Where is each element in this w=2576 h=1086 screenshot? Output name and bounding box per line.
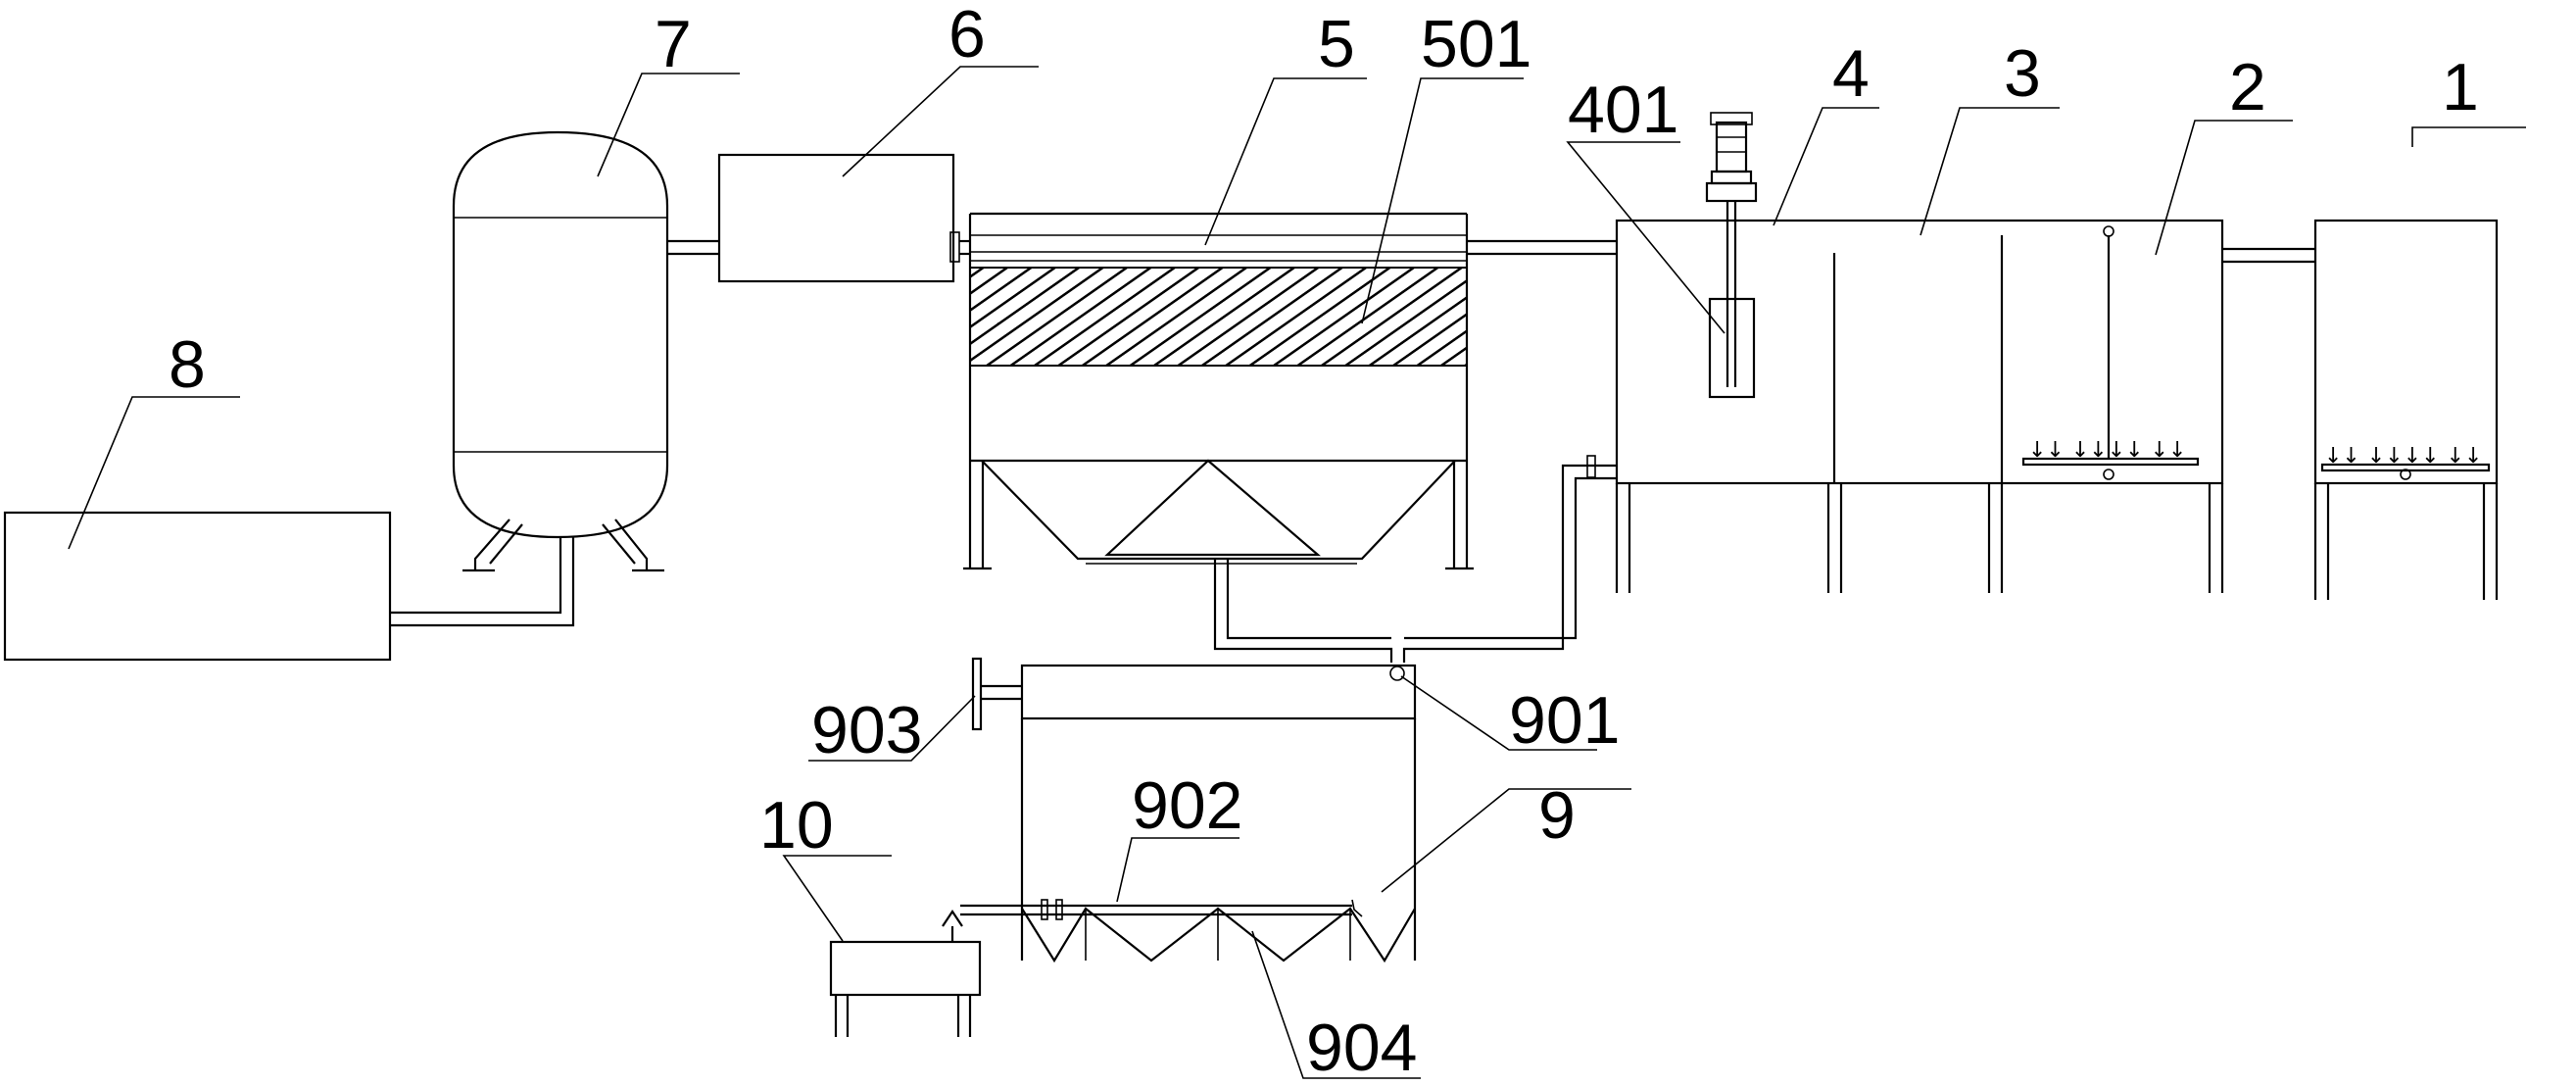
unit-8-box [3, 511, 392, 662]
unit-10-box [829, 910, 982, 1037]
label-4: 4 [1832, 36, 1870, 111]
pipe-7-to-6 [667, 239, 719, 256]
label-10: 10 [759, 788, 834, 863]
leader-lines [68, 66, 2526, 1079]
svg-text:↓↓ ↓↓↓↓ ↓↓: ↓↓ ↓↓↓↓ ↓↓ [2324, 444, 2482, 469]
label-401: 401 [1568, 73, 1678, 147]
label-903: 903 [811, 693, 922, 767]
label-904: 904 [1306, 1011, 1417, 1085]
pipe-6-to-5 [959, 239, 970, 256]
labels: 1 2 3 4 401 501 5 6 7 8 9 901 902 903 90… [169, 0, 2479, 1085]
label-8: 8 [169, 327, 206, 402]
pipe-2-to-1 [2222, 247, 2315, 264]
label-501: 501 [1421, 7, 1531, 81]
label-2: 2 [2229, 50, 2266, 124]
label-901: 901 [1509, 683, 1620, 758]
label-902: 902 [1132, 768, 1242, 843]
unit-1-tank: ↓↓ ↓↓↓↓ ↓↓ [2313, 219, 2499, 600]
pipe-return-to-901 [1213, 455, 1617, 663]
units-4-3-2-tank [1615, 219, 2224, 593]
svg-text:↓↓ ↓↓↓↓ ↓↓: ↓↓ ↓↓↓↓ ↓↓ [2028, 438, 2186, 463]
label-6: 6 [948, 0, 986, 72]
unit-6-box [717, 153, 960, 283]
label-1: 1 [2442, 50, 2479, 124]
label-3: 3 [2004, 36, 2041, 111]
pipe-5-to-4 [1467, 239, 1617, 256]
unit-2-aeration: ↓↓ ↓↓↓↓ ↓↓ [2021, 225, 2200, 480]
label-9: 9 [1538, 778, 1576, 853]
unit-5-filter-tank [963, 212, 1474, 570]
unit-7-vessel [452, 130, 669, 572]
pipe-8-to-7 [390, 537, 575, 627]
unit-401-mixer [1705, 112, 1758, 399]
unit-9-tank [960, 657, 1417, 963]
label-5: 5 [1318, 7, 1355, 81]
label-7: 7 [655, 7, 692, 81]
